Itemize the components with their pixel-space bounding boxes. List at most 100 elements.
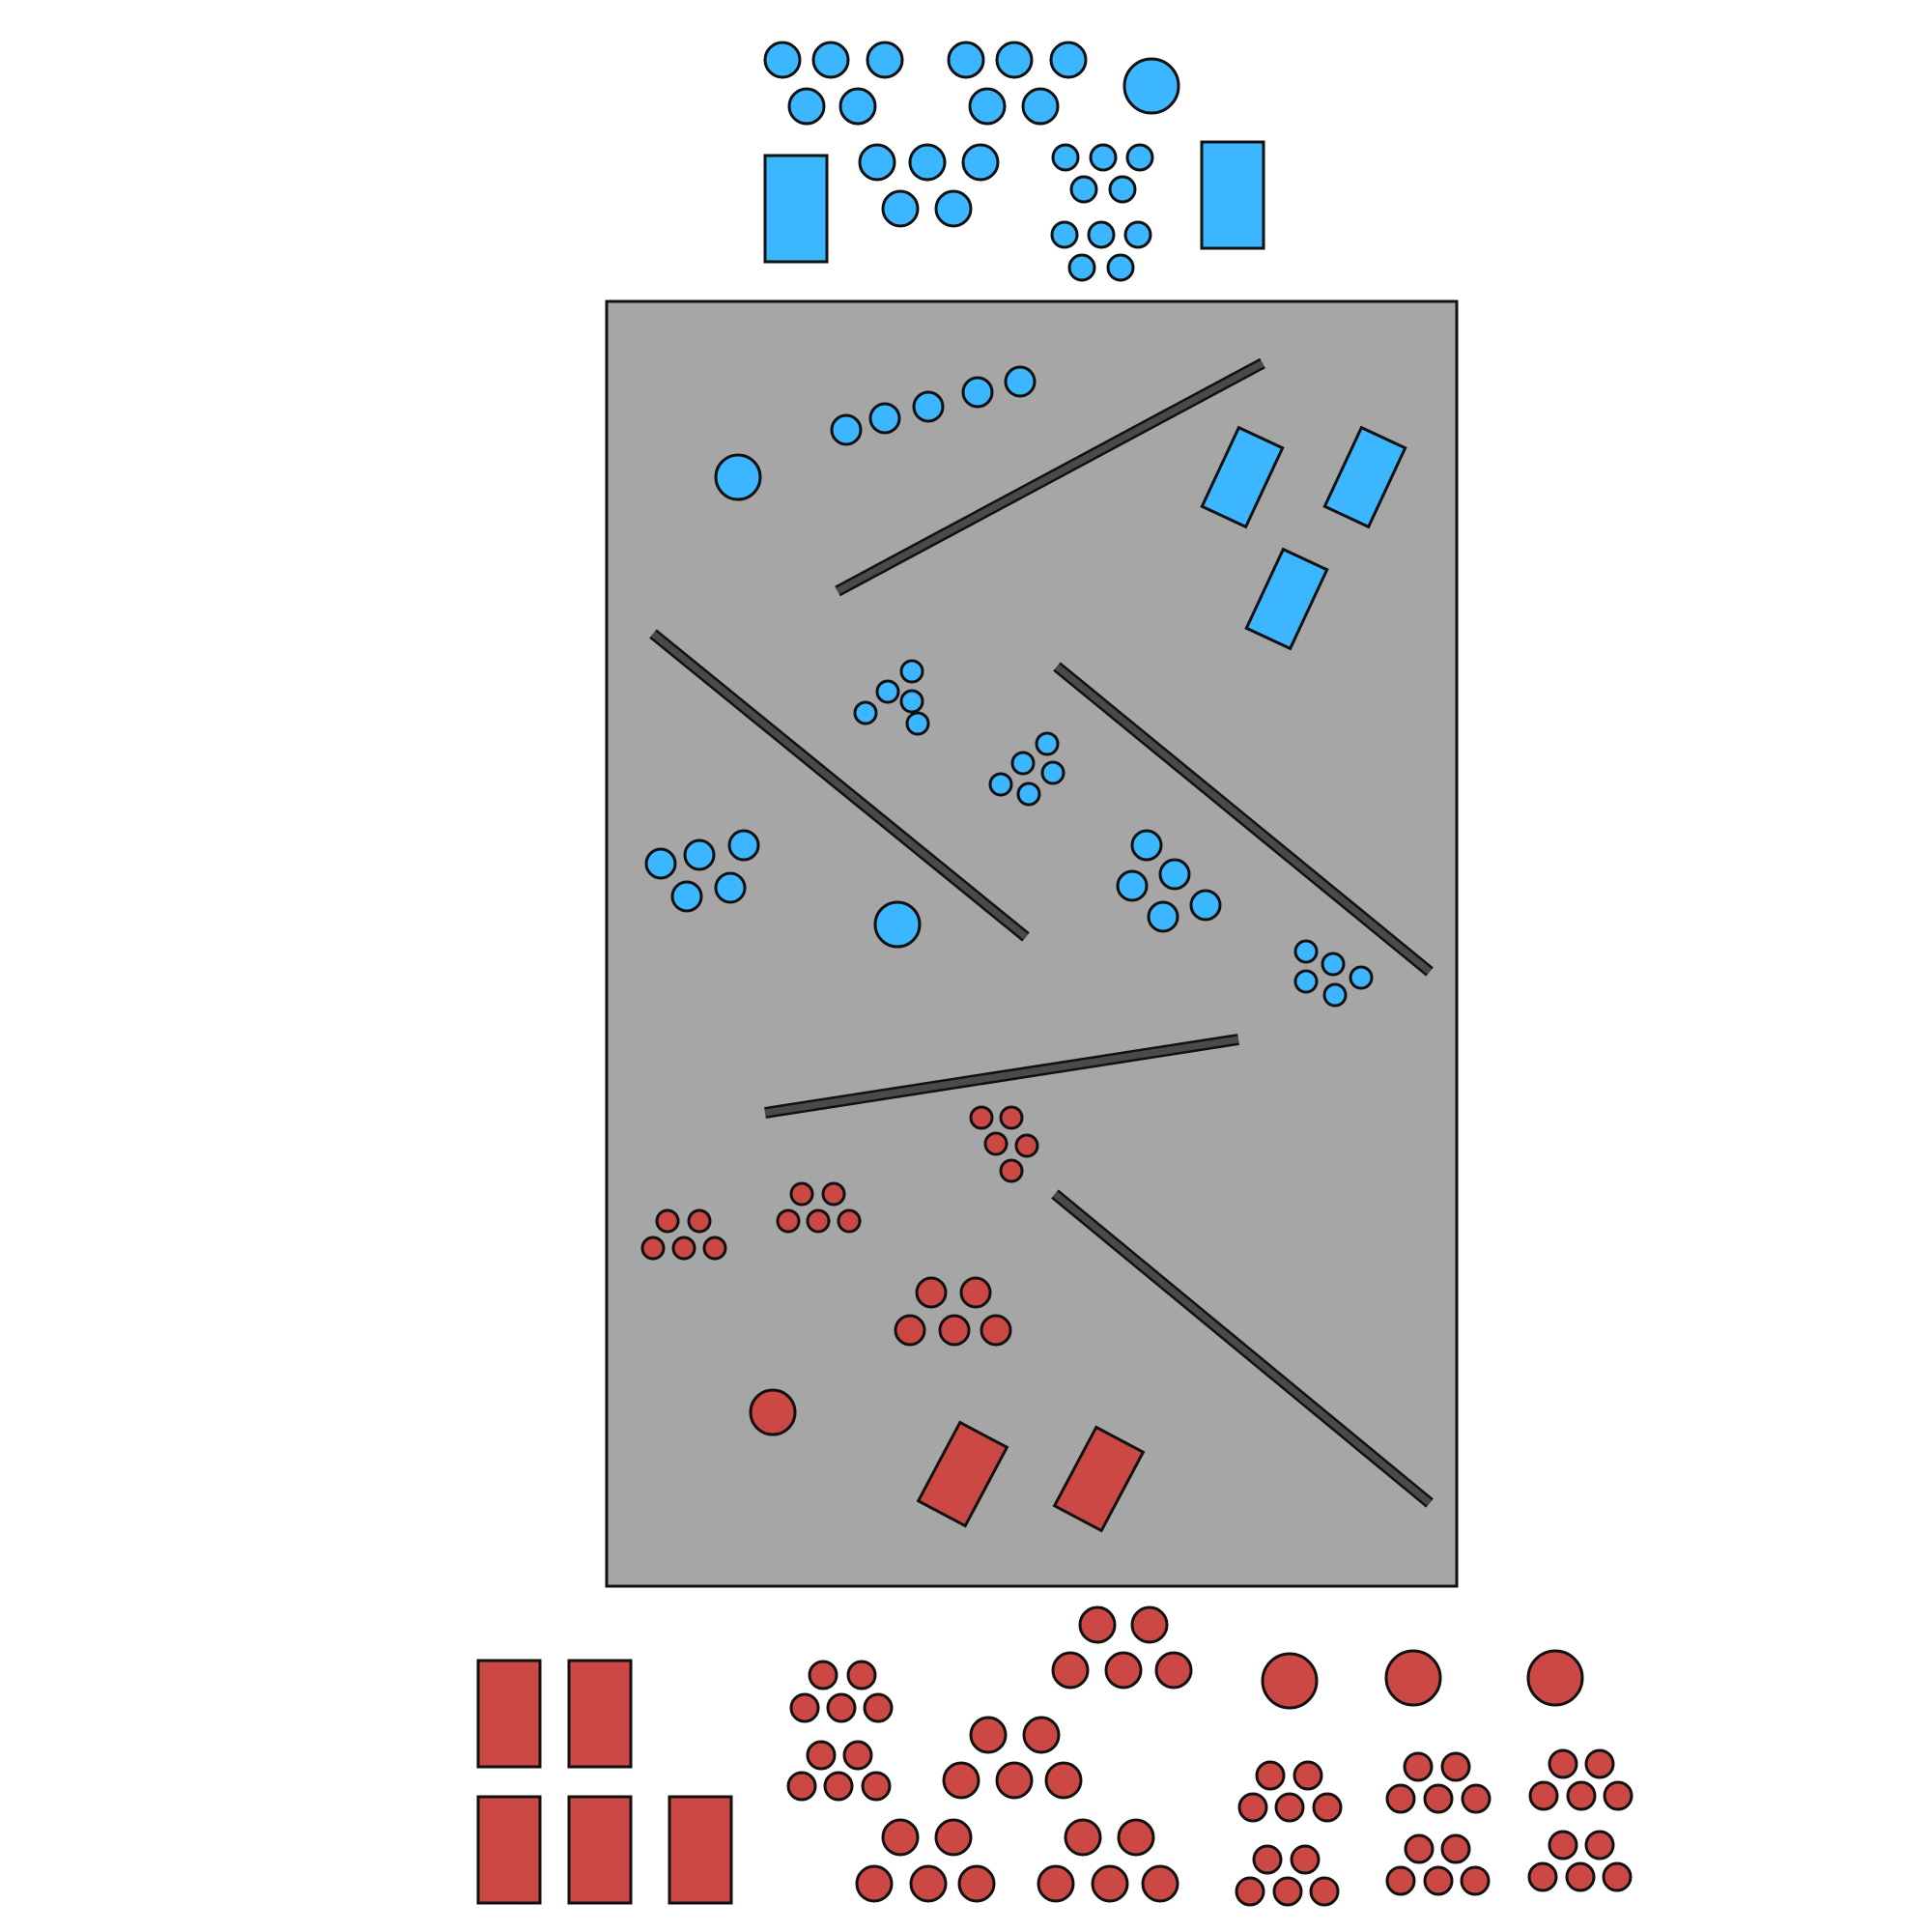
blue-infantry-base — [1021, 87, 1060, 126]
red-scout-base — [1527, 1861, 1558, 1892]
red-scout-base — [776, 1208, 801, 1234]
blue-infantry-base — [1116, 869, 1149, 902]
blue-infantry-base — [868, 402, 901, 435]
blue-infantry-base — [968, 87, 1007, 126]
blue-infantry-base — [1147, 900, 1179, 933]
red-infantry-base — [1130, 1605, 1169, 1644]
blue-reserve-zone — [763, 41, 1265, 282]
red-scout-base — [1385, 1783, 1416, 1814]
red-scout-base — [702, 1236, 727, 1261]
red-scout-base — [1440, 1833, 1471, 1864]
blue-infantry-base — [1189, 889, 1222, 922]
blue-scout-base — [1016, 781, 1041, 807]
red-infantry-base — [957, 1864, 996, 1903]
red-scout-base — [1566, 1780, 1597, 1811]
red-scout-base — [1565, 1861, 1596, 1892]
red-scout-base — [687, 1208, 712, 1234]
red-scout-base — [1290, 1844, 1321, 1875]
blue-infantry-base — [1158, 858, 1191, 891]
red-scout-base — [655, 1208, 680, 1234]
blue-vehicle-base — [1200, 425, 1285, 529]
red-leader-base — [749, 1388, 797, 1436]
blue-scout-base — [1125, 143, 1154, 172]
blue-infantry-base — [947, 41, 985, 79]
red-scout-base — [1235, 1876, 1265, 1907]
red-scout-base — [861, 1771, 892, 1802]
red-infantry-base — [1141, 1864, 1179, 1903]
red-infantry-base — [1154, 1651, 1193, 1690]
red-infantry-base — [969, 1716, 1008, 1754]
red-scout-base — [1237, 1792, 1268, 1823]
blue-infantry-base — [908, 143, 947, 182]
red-scout-base — [671, 1236, 696, 1261]
red-scout-base — [1528, 1780, 1559, 1811]
blue-scout-base — [905, 711, 930, 736]
red-infantry-base — [1051, 1651, 1090, 1690]
blue-infantry-base — [714, 871, 747, 904]
red-infantry-base — [1091, 1864, 1129, 1903]
blue-scout-base — [1321, 952, 1346, 977]
blue-scout-base — [988, 772, 1013, 797]
blue-scout-base — [1123, 220, 1152, 249]
red-scout-base — [640, 1236, 666, 1261]
red-leader-base — [1261, 1652, 1319, 1710]
red-scout-base — [1461, 1783, 1492, 1814]
red-scout-base — [786, 1771, 817, 1802]
red-vehicle-base — [916, 1420, 1009, 1528]
blue-scout-base — [1050, 220, 1079, 249]
red-scout-base — [1603, 1780, 1634, 1811]
red-infantry-base — [938, 1314, 971, 1347]
red-scout-base — [1403, 1751, 1434, 1782]
red-infantry-base — [909, 1864, 948, 1903]
red-infantry-base — [934, 1818, 973, 1857]
red-leader-base — [1384, 1649, 1442, 1707]
wall — [836, 359, 1264, 595]
blue-scout-base — [1051, 143, 1080, 172]
red-scout-base — [999, 1105, 1024, 1130]
blue-scout-base — [853, 700, 878, 725]
red-scout-base — [969, 1105, 994, 1130]
red-scout-base — [826, 1692, 857, 1723]
red-infantry-base — [881, 1818, 920, 1857]
red-leader-base — [1526, 1649, 1584, 1707]
wall — [1054, 664, 1433, 975]
red-vehicle-base — [668, 1795, 733, 1905]
blue-infantry-base — [866, 41, 904, 79]
red-scout-base — [1312, 1792, 1343, 1823]
blue-infantry-base — [995, 41, 1034, 79]
walls-layer — [649, 357, 1434, 1508]
blue-scout-base — [1069, 175, 1098, 204]
blue-scout-base — [899, 689, 924, 714]
red-scout-base — [837, 1208, 862, 1234]
red-scout-base — [842, 1740, 873, 1771]
red-scout-base — [1309, 1876, 1340, 1907]
blue-scout-base — [1293, 939, 1319, 964]
blue-scout-base — [1089, 143, 1118, 172]
red-infantry-base — [995, 1761, 1034, 1800]
red-scout-base — [999, 1158, 1024, 1183]
blue-deployed-units — [644, 365, 1407, 1008]
blue-infantry-base — [1004, 365, 1037, 398]
blue-infantry-base — [644, 847, 677, 880]
red-infantry-base — [1104, 1651, 1143, 1690]
wall — [1052, 1191, 1433, 1506]
red-scout-base — [1255, 1760, 1286, 1791]
wall — [650, 631, 1029, 940]
red-scout-base — [983, 1131, 1009, 1156]
red-scout-base — [808, 1660, 838, 1690]
red-scout-base — [1014, 1133, 1039, 1158]
red-reserve-zone — [476, 1605, 1634, 1907]
red-scout-base — [1602, 1861, 1633, 1892]
blue-infantry-base — [838, 87, 877, 126]
blue-infantry-base — [683, 838, 716, 871]
red-scout-base — [823, 1771, 854, 1802]
blue-infantry-base — [934, 189, 973, 228]
red-scout-base — [1584, 1748, 1615, 1779]
blue-scout-base — [1108, 175, 1137, 204]
blue-infantry-base — [727, 829, 760, 862]
blue-leader-base — [1122, 57, 1180, 115]
blue-vehicle-base — [1200, 140, 1265, 250]
red-infantry-base — [942, 1761, 980, 1800]
red-infantry-base — [855, 1864, 894, 1903]
